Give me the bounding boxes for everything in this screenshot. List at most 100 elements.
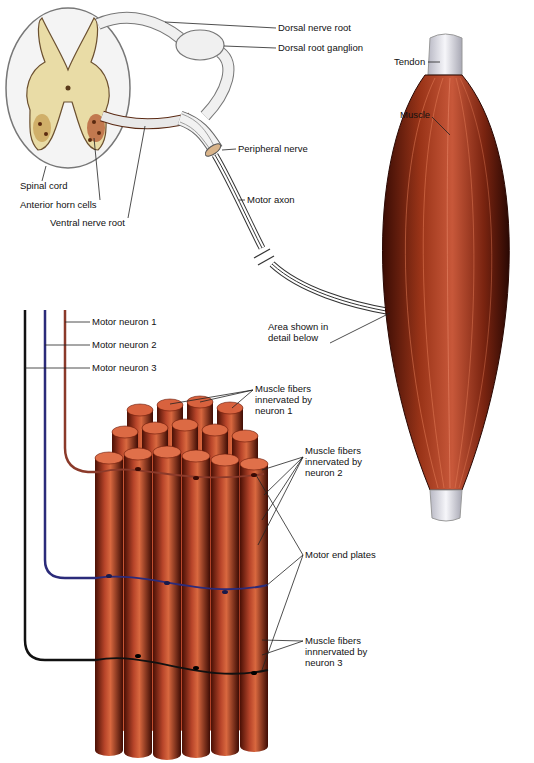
central-canal (66, 86, 71, 91)
nerve-branch (96, 577, 268, 590)
part-label: Muscle (400, 109, 430, 120)
gray-matter (27, 18, 109, 150)
end-plate (193, 666, 199, 670)
muscle-striation (447, 78, 450, 488)
part-label: Spinal cord (20, 180, 68, 191)
part-label: Tendon (394, 56, 425, 67)
tendon (428, 34, 462, 75)
spinal-cord (6, 8, 130, 168)
neuron-line (25, 310, 96, 660)
leader-line (128, 126, 145, 218)
motor-neurons (25, 310, 268, 675)
fiber-end (217, 402, 243, 414)
part-label: Muscle fibers innervated by neuron 2 (305, 445, 375, 478)
end-plate (135, 467, 141, 471)
ventral-horn (33, 114, 51, 142)
end-plate (222, 590, 228, 594)
axon-line (272, 264, 392, 312)
end-plate (164, 581, 170, 585)
leader-line (262, 457, 303, 520)
neuron-line (45, 310, 96, 578)
end-plate (135, 654, 141, 658)
break-mark (254, 249, 270, 258)
leader-line (262, 641, 303, 655)
leader-line (264, 457, 303, 495)
part-label: Dorsal root ganglion (278, 42, 363, 53)
muscle (383, 34, 510, 521)
leader-line (222, 149, 236, 150)
neuron-line (65, 310, 100, 472)
muscle-fiber (95, 458, 123, 756)
fiber-end (157, 399, 183, 411)
horn-cell (38, 122, 42, 126)
dorsal-root (205, 52, 228, 116)
ventral-root (102, 116, 190, 124)
nerve-sheath (203, 142, 222, 159)
muscle-fiber (240, 464, 268, 752)
part-label: Dorsal nerve root (278, 22, 351, 33)
leader-line (45, 345, 90, 346)
dorsal-root (98, 18, 180, 38)
leader-line (25, 368, 90, 369)
fiber-end (112, 426, 138, 438)
leader-line (170, 390, 253, 404)
fiber-end (95, 452, 123, 464)
leader-line (42, 166, 46, 181)
leader-line (258, 457, 303, 545)
muscle-fiber (211, 460, 239, 756)
leader-line (428, 62, 440, 63)
muscle-striation (405, 78, 438, 488)
part-label: Motor neuron 2 (92, 339, 156, 350)
muscle-striation (423, 78, 444, 488)
fiber-end (127, 404, 153, 416)
leader-line (256, 475, 303, 555)
muscle-fiber (124, 454, 152, 758)
leader-line (262, 555, 303, 670)
fiber-end (182, 450, 210, 462)
ganglion (176, 30, 224, 60)
nerve-fiber (182, 114, 214, 146)
muscle-striation (455, 78, 474, 488)
break-mark (258, 256, 274, 265)
nerve-roots (98, 18, 228, 159)
muscle-fiber (182, 456, 210, 758)
nerve-branch (96, 658, 268, 674)
leader-line (200, 390, 253, 402)
leader-line (232, 390, 253, 408)
part-label: Muscle fibers innervated by neuron 1 (255, 383, 325, 416)
fiber-end (153, 446, 181, 458)
part-label: Area shown in detail below (268, 321, 334, 343)
axon-line (272, 264, 392, 312)
dorsal-root (205, 52, 228, 116)
fiber-end (172, 419, 198, 431)
part-label: Muscle fibers innnervated by neuron 3 (305, 635, 379, 668)
end-plate (251, 671, 257, 675)
leader-line (65, 322, 90, 323)
part-label: Motor axon (247, 194, 295, 205)
leader-line (94, 138, 100, 200)
leader-lines (25, 22, 450, 670)
motor-axon (215, 155, 392, 312)
part-label: Ventral nerve root (50, 217, 125, 228)
nerve-branch (100, 469, 264, 477)
horn-cell (97, 131, 101, 135)
muscle-fiber (153, 452, 181, 760)
leader-line (239, 200, 245, 201)
end-plate (106, 574, 112, 578)
fiber-end (124, 448, 152, 460)
fiber-end (142, 422, 168, 434)
fiber-bundle (95, 396, 268, 760)
part-label: Motor end plates (305, 549, 376, 560)
fiber-end (202, 424, 228, 436)
leader-line (330, 313, 390, 343)
leader-line (262, 640, 303, 641)
ventral-root (102, 116, 190, 124)
nerve-fiber (180, 122, 212, 152)
leader-line (165, 22, 276, 28)
dorsal-root (98, 18, 180, 38)
leader-line (224, 46, 276, 48)
fiber-end (232, 430, 258, 442)
white-matter (6, 8, 130, 168)
fiber-end (240, 458, 268, 470)
part-label: Anterior horn cells (20, 199, 97, 210)
